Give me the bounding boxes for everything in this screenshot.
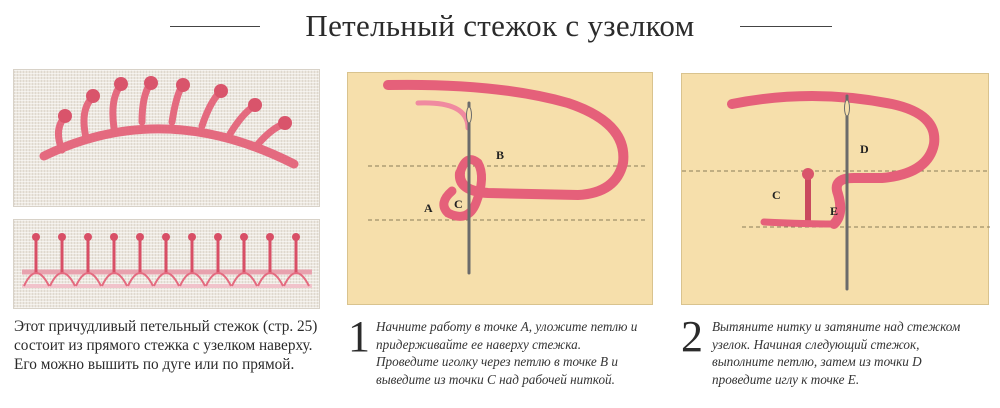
point-c-label: C [454,197,463,211]
photo-straight-stitches [13,219,320,309]
point-d-label: D [860,142,869,156]
photo-arc-stitches [13,69,320,207]
arc-stitches-illustration [39,76,299,169]
title-rule-left [170,26,260,27]
step-2-number: 2 [681,312,703,361]
page-title: Петельный стежок с узелком [305,8,695,43]
step-2-text: Вытяните нитку и затяните над стежком уз… [712,319,961,387]
point-b-label: B [496,148,505,162]
straight-stitches-illustration [22,233,312,288]
point-e-label: E [830,204,839,218]
point-a-label: A [424,201,433,215]
photo-caption: Этот причудливый петельный стежок (стр. … [14,318,318,373]
step-1-number: 1 [348,312,370,361]
step-1-text: Начните работу в точке А, уложите петлю … [376,319,638,387]
diagram-step-1: B A C [347,72,653,305]
step-1-illustration [368,79,648,275]
step-2-illustration [682,91,990,291]
diagram-step-2: D C E [681,73,990,305]
point-c-label-2: C [772,188,781,202]
title-rule-right [740,26,832,27]
